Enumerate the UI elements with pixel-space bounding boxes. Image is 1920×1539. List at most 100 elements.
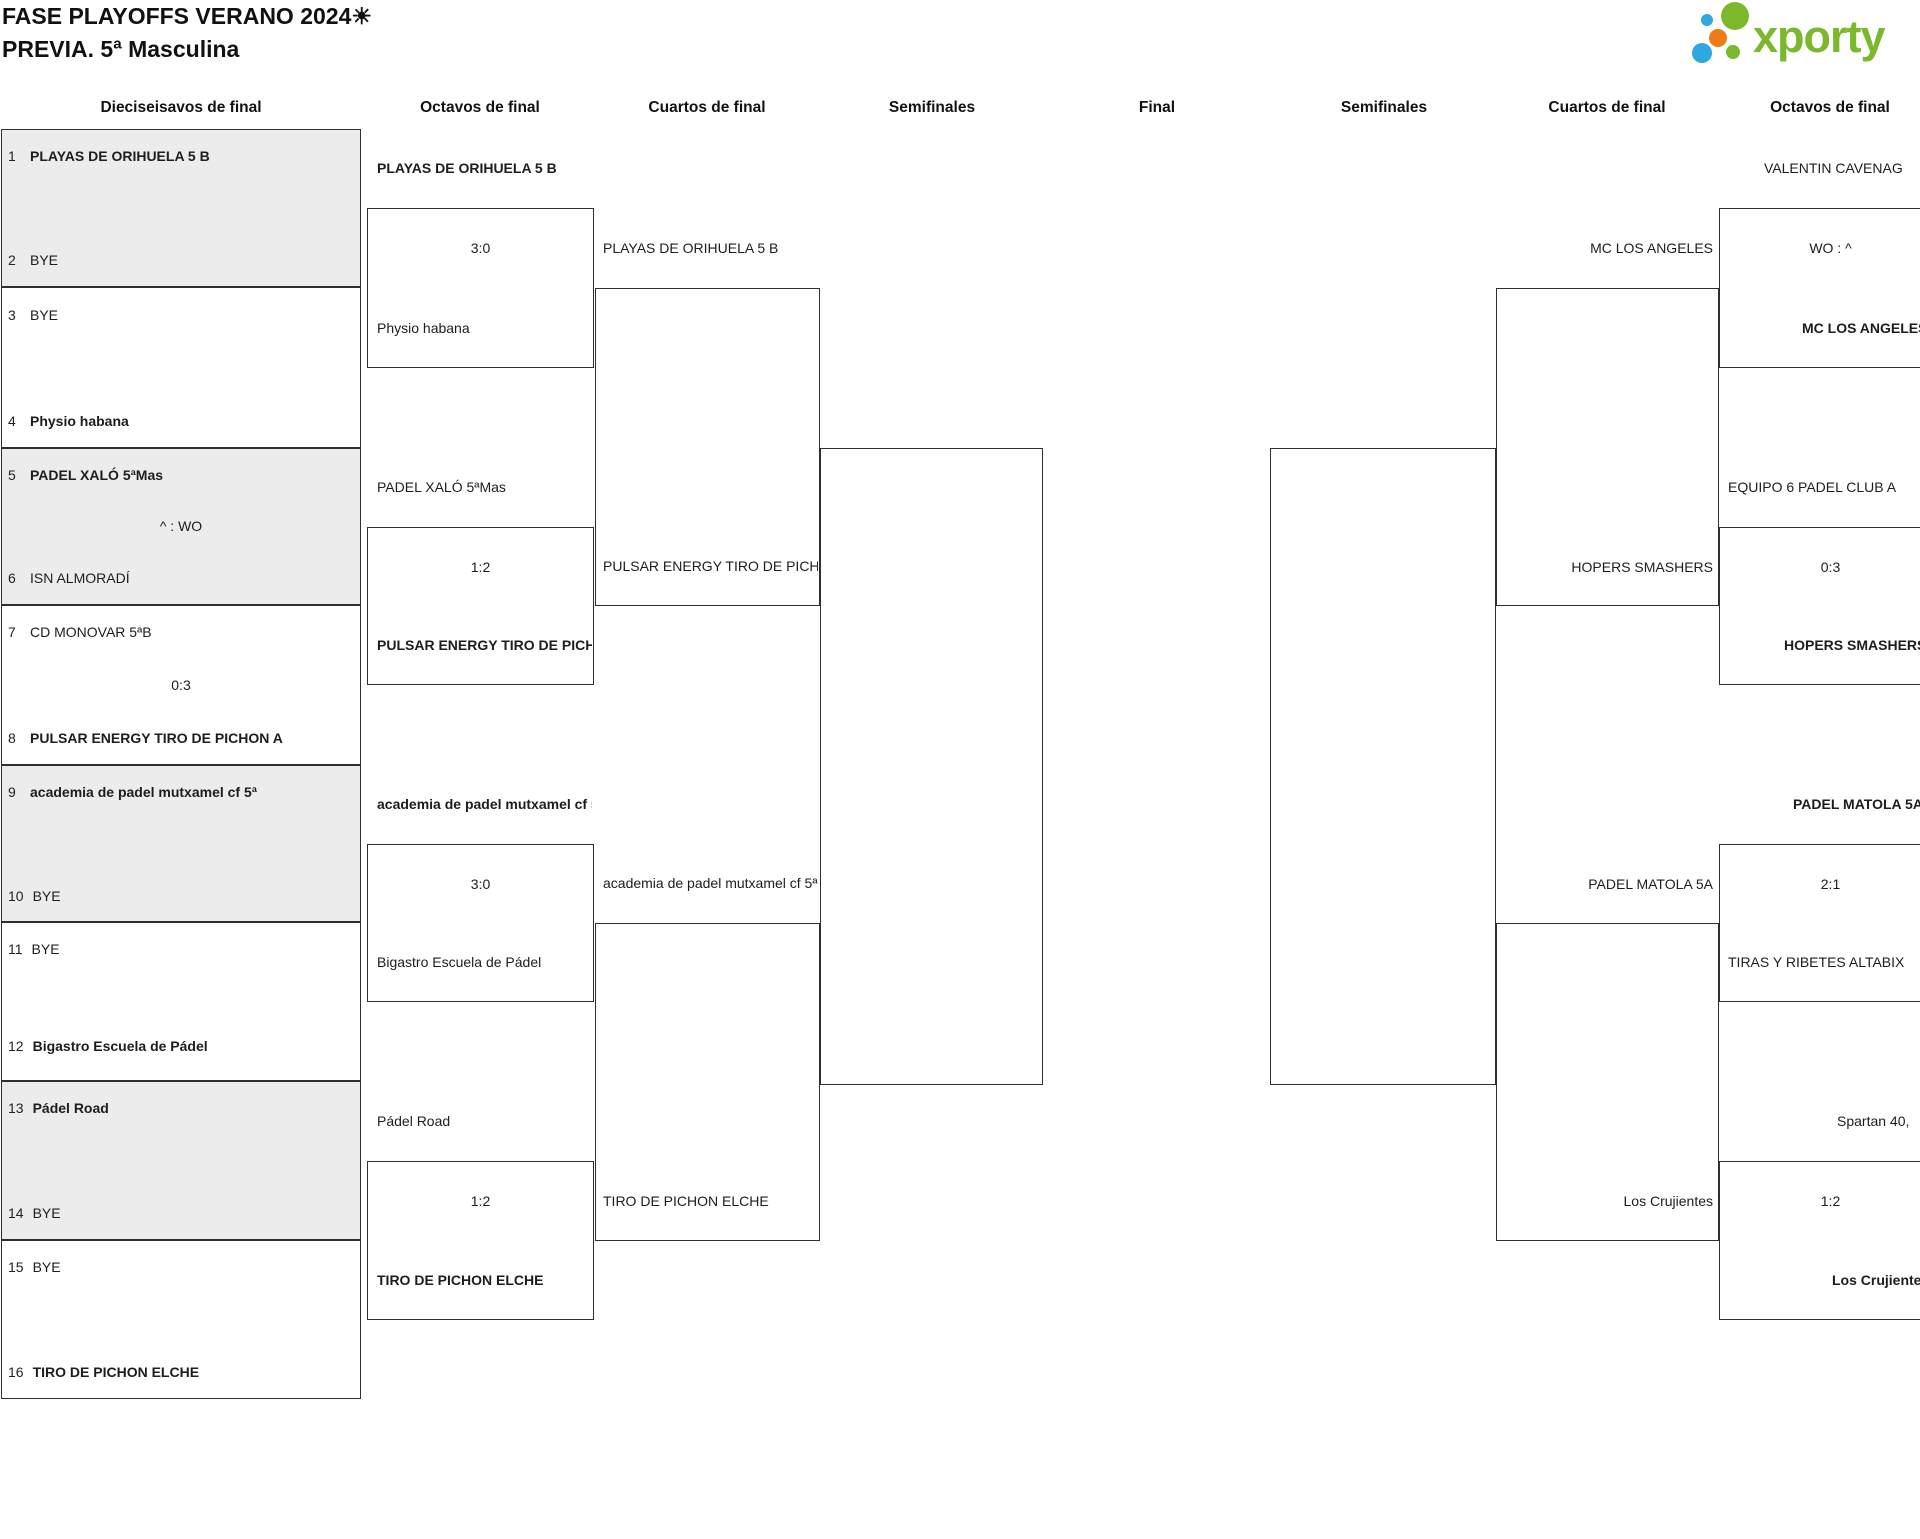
- seed-number: 1: [8, 148, 16, 164]
- octavos-right-1-bottom-team: MC LOS ANGELES: [1802, 320, 1920, 336]
- round-header-semifinal-left: Semifinales: [888, 99, 976, 116]
- cuartos-left-2-bottom-team: TIRO DE PICHON ELCHE: [603, 1193, 769, 1209]
- octavos-right-1-score: WO : ^: [1809, 240, 1852, 256]
- team-name: academia de padel mutxamel cf 5ª: [30, 784, 257, 800]
- team-name: BYE: [32, 888, 61, 904]
- team-name: BYE: [32, 1259, 61, 1275]
- octavos-left-match-box-3: [367, 844, 594, 1002]
- team-seed-2: 2 BYE: [8, 251, 58, 269]
- round-header-octavos-right: Octavos de final: [1770, 99, 1890, 116]
- page-subtitle: PREVIA. 5ª Masculina: [2, 36, 240, 62]
- team-name: PULSAR ENERGY TIRO DE PICHON A: [30, 730, 283, 746]
- round-header-cuartos-left: Cuartos de final: [648, 99, 766, 116]
- octavos-left-3-top-team: academia de padel mutxamel cf 5ª: [377, 796, 592, 812]
- round-header-semifinal-right: Semifinales: [1340, 99, 1428, 116]
- team-seed-1: 1 PLAYAS DE ORIHUELA 5 B: [8, 147, 210, 165]
- seed-number: 7: [8, 624, 16, 640]
- cuartos-right-2-top-team: PADEL MATOLA 5A: [1588, 876, 1713, 892]
- octavos-right-2-score: 0:3: [1820, 559, 1841, 575]
- team-name: Pádel Road: [32, 1100, 109, 1116]
- semifinal-left-match-box: [820, 448, 1043, 1085]
- team-seed-16: 16 TIRO DE PICHON ELCHE: [8, 1363, 199, 1381]
- seed-number: 12: [8, 1038, 24, 1054]
- seed-number: 3: [8, 307, 16, 323]
- octavos-right-match-box-4: [1719, 1161, 1920, 1320]
- octavos-right-1-top-team: VALENTIN CAVENAG: [1764, 160, 1903, 176]
- round-header-final: Final: [1138, 99, 1176, 116]
- logo-dot-green-small-icon: [1726, 45, 1740, 59]
- octavos-right-4-score: 1:2: [1820, 1193, 1841, 1209]
- r16-match-box-7: [1, 1081, 361, 1240]
- cuartos-left-match-box-1: [595, 288, 820, 606]
- cuartos-right-2-bottom-team: Los Crujientes: [1623, 1193, 1714, 1209]
- seed-number: 11: [8, 941, 23, 957]
- team-seed-15: 15 BYE: [8, 1258, 61, 1276]
- octavos-right-2-bottom-team: HOPERS SMASHERS: [1784, 637, 1920, 653]
- r16-match-box-3: [1, 448, 361, 605]
- team-name: Physio habana: [30, 413, 129, 429]
- r16-match-box-8: [1, 1240, 361, 1399]
- octavos-left-3-score: 3:0: [470, 876, 491, 892]
- team-name: ISN ALMORADÍ: [30, 570, 130, 586]
- cuartos-right-match-box-2: [1496, 923, 1719, 1241]
- team-seed-9: 9 academia de padel mutxamel cf 5ª: [8, 783, 257, 801]
- r16-match-box-1: [1, 129, 361, 287]
- page-title: FASE PLAYOFFS VERANO 2024☀: [2, 3, 372, 29]
- r16-match-3-score: ^ : WO: [159, 518, 203, 534]
- team-seed-10: 10 BYE: [8, 887, 61, 905]
- seed-number: 10: [8, 888, 24, 904]
- octavos-left-match-box-1: [367, 208, 594, 368]
- seed-number: 4: [8, 413, 16, 429]
- cuartos-left-match-box-2: [595, 923, 820, 1241]
- seed-number: 6: [8, 570, 16, 586]
- team-name: PADEL XALÓ 5ªMas: [30, 467, 164, 483]
- octavos-right-3-top-team: PADEL MATOLA 5A: [1793, 796, 1920, 812]
- r16-match-4-score: 0:3: [171, 677, 191, 693]
- octavos-left-3-bottom-team: Bigastro Escuela de Pádel: [377, 954, 542, 970]
- seed-number: 5: [8, 467, 16, 483]
- team-seed-13: 13 Pádel Road: [8, 1099, 109, 1117]
- seed-number: 13: [8, 1100, 24, 1116]
- octavos-right-match-box-3: [1719, 844, 1920, 1002]
- octavos-left-2-score: 1:2: [470, 559, 491, 575]
- logo-dot-blue-large-icon: [1692, 43, 1712, 63]
- team-name: BYE: [31, 941, 60, 957]
- r16-match-box-5: [1, 765, 361, 922]
- cuartos-left-2-top-team: academia de padel mutxamel cf 5ª: [603, 875, 818, 891]
- seed-number: 16: [8, 1364, 24, 1380]
- r16-match-box-2: [1, 287, 361, 448]
- team-name: BYE: [30, 307, 59, 323]
- team-seed-11: 11 BYE: [8, 940, 60, 958]
- team-name: BYE: [30, 252, 59, 268]
- team-name: Bigastro Escuela de Pádel: [32, 1038, 208, 1054]
- team-name: PLAYAS DE ORIHUELA 5 B: [30, 148, 210, 164]
- octavos-right-3-score: 2:1: [1820, 876, 1841, 892]
- team-name: TIRO DE PICHON ELCHE: [32, 1364, 200, 1380]
- octavos-right-2-top-team: EQUIPO 6 PADEL CLUB A: [1728, 479, 1897, 495]
- octavos-left-4-bottom-team: TIRO DE PICHON ELCHE: [377, 1272, 544, 1288]
- logo-text: xporty: [1753, 11, 1886, 62]
- xporty-logo[interactable]: xporty: [1685, 0, 1920, 66]
- seed-number: 8: [8, 730, 16, 746]
- octavos-right-4-bottom-team: Los Crujientes: [1832, 1272, 1920, 1288]
- seed-number: 9: [8, 784, 16, 800]
- r16-match-box-6: [1, 922, 361, 1081]
- team-seed-5: 5 PADEL XALÓ 5ªMas: [8, 466, 163, 484]
- octavos-right-4-top-team: Spartan 40,: [1837, 1113, 1910, 1129]
- octavos-left-match-box-4: [367, 1161, 594, 1320]
- seed-number: 15: [8, 1259, 24, 1275]
- logo-dot-green-large-icon: [1721, 2, 1749, 30]
- team-seed-4: 4 Physio habana: [8, 412, 129, 430]
- octavos-left-2-bottom-team: PULSAR ENERGY TIRO DE PICHON A: [377, 637, 592, 653]
- semifinal-right-match-box: [1270, 448, 1496, 1085]
- octavos-left-4-top-team: Pádel Road: [377, 1113, 451, 1129]
- team-seed-12: 12 Bigastro Escuela de Pádel: [8, 1037, 208, 1055]
- octavos-left-2-top-team: PADEL XALÓ 5ªMas: [377, 479, 506, 495]
- cuartos-left-1-top-team: PLAYAS DE ORIHUELA 5 B: [603, 240, 779, 256]
- octavos-right-3-bottom-team: TIRAS Y RIBETES ALTABIX: [1728, 954, 1905, 970]
- cuartos-left-1-bottom-team: PULSAR ENERGY TIRO DE PICHON A: [603, 558, 818, 574]
- seed-number: 2: [8, 252, 16, 268]
- cuartos-right-1-bottom-team: HOPERS SMASHERS: [1571, 559, 1713, 575]
- octavos-left-1-bottom-team: Physio habana: [377, 320, 470, 336]
